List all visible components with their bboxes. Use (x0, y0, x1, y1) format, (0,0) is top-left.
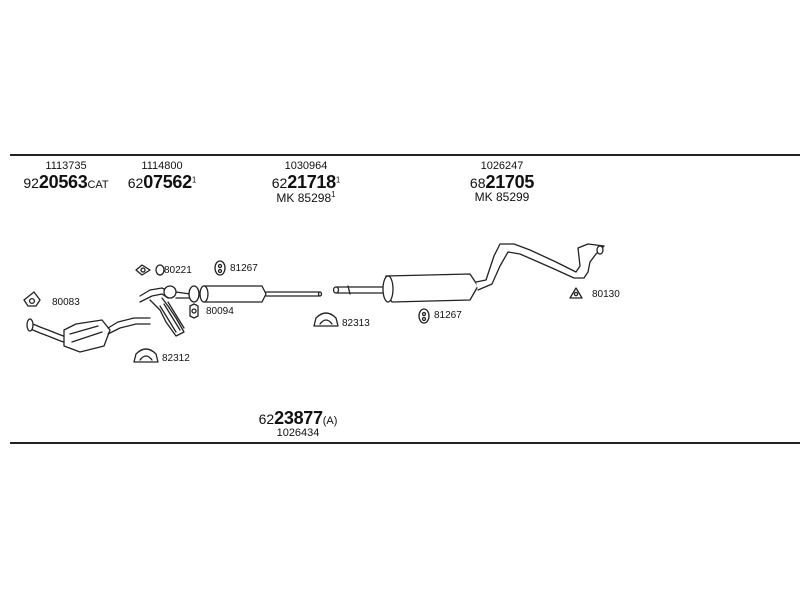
clamp-80094-symbol (189, 303, 199, 319)
part-suffix: CAT (87, 178, 109, 191)
part-reference: 1113735 (45, 160, 87, 172)
part-number: 21705 (485, 171, 535, 192)
callout-80094: 80094 (206, 306, 234, 317)
part-prefix: 92 (23, 174, 39, 191)
callout-81267-front: 81267 (230, 263, 258, 274)
part-label-complete-system: 6223877(A) 1026434 (238, 409, 358, 439)
gasket-80083-symbol (23, 291, 41, 307)
middle-silencer-drawing (188, 285, 323, 303)
bottom-divider-line (10, 442, 800, 444)
part-number: 21718 (287, 171, 336, 192)
catalytic-converter-drawing (26, 317, 151, 353)
callout-82312: 82312 (162, 353, 190, 364)
clamp-82312-symbol (133, 348, 159, 363)
part-reference: 1026247 (480, 160, 524, 172)
front-pipe-drawing (139, 285, 191, 337)
part-label-rear-silencer: 1026247 6821705 MK 85299 (452, 160, 552, 205)
part-superscript: 1 (191, 174, 197, 184)
gasket-80221-symbol (135, 264, 165, 276)
part-reference: 1114800 (141, 160, 183, 172)
top-divider-line (10, 154, 800, 156)
part-number: 07562 (143, 171, 192, 192)
callout-80130: 80130 (592, 289, 620, 300)
part-number: 23877 (274, 408, 323, 428)
part-prefix: 68 (469, 174, 486, 191)
callout-80083: 80083 (52, 297, 80, 308)
part-label-catalytic-converter: 1113735 9220563CAT (16, 160, 116, 192)
part-suffix: (A) (322, 415, 338, 427)
mounting-kit-number: MK 85298 (276, 191, 332, 206)
mounting-kit-superscript: 1 (331, 190, 336, 200)
callout-82313: 82313 (342, 318, 370, 329)
mounting-kit-number: MK 85299 (474, 190, 530, 205)
rear-silencer-drawing (332, 243, 605, 303)
part-label-front-pipe: 1114800 62075621 (112, 160, 212, 192)
part-label-middle-silencer: 1030964 62217181 MK 852981 (256, 160, 356, 206)
rubber-mount-81267-rear-symbol (418, 308, 430, 324)
part-prefix: 62 (127, 174, 144, 191)
rubber-mount-81267-front-symbol (214, 260, 226, 276)
part-reference: 1026434 (276, 426, 320, 439)
part-superscript: 1 (335, 174, 341, 184)
part-reference: 1030964 (284, 160, 328, 172)
part-prefix: 62 (271, 174, 288, 191)
clamp-82313-symbol (313, 312, 339, 327)
callout-80221: 80221 (164, 265, 192, 276)
part-prefix: 62 (258, 411, 275, 427)
hanger-80130-symbol (569, 287, 583, 299)
part-number: 20563 (38, 171, 88, 192)
callout-81267-rear: 81267 (434, 310, 462, 321)
